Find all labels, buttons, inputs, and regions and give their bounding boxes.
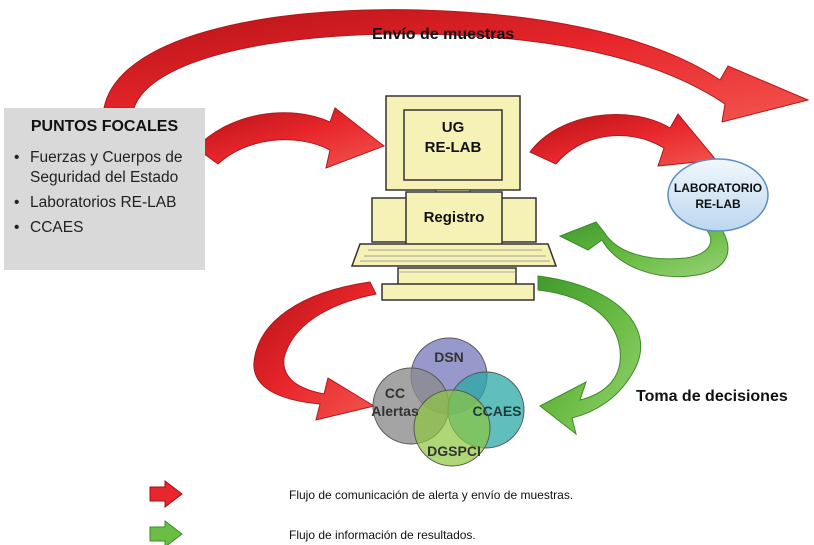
focal-to-computer-arrow [195, 107, 386, 169]
registro-label: Registro [424, 209, 485, 226]
circle-dgspci [413, 389, 491, 467]
focal-points-panel: PUNTOS FOCALES Fuerzas y Cuerpos de Segu… [4, 108, 205, 270]
focal-points-list: Fuerzas y Cuerpos de Seguridad del Estad… [14, 148, 204, 243]
computer-to-circles-red-arrow [253, 281, 377, 421]
legend-red-text: Flujo de comunicación de alerta y envío … [289, 488, 574, 502]
legend-green-text: Flujo de información de resultados. [289, 528, 476, 542]
computer-icon [350, 95, 558, 301]
lab-label-line1: LABORATORIO [674, 181, 762, 195]
monitor-label-line2: RE-LAB [425, 139, 482, 156]
keyboard [350, 243, 558, 267]
circle-ccaes-label: CCAES [472, 403, 521, 419]
focal-item: Laboratorios RE-LAB [14, 193, 204, 213]
lab-ellipse [667, 158, 769, 232]
monitor-label-line1: UG [442, 119, 465, 136]
legend-green-arrow [149, 519, 183, 545]
focal-item: CCAES [14, 218, 204, 238]
computer-to-lab-arrow [529, 113, 717, 167]
lab-to-computer-arrow [558, 221, 729, 278]
computer-to-circles-green-arrow [537, 275, 642, 436]
circle-dsn-label: DSN [434, 349, 464, 365]
lab-label-line2: RE-LAB [695, 197, 741, 211]
sample-flow-label: Envío de muestras [372, 26, 515, 43]
decision-label: Toma de decisiones [636, 388, 788, 405]
legend-red-arrow [149, 479, 183, 509]
top-red-arrow [103, 9, 810, 123]
circle-cc-label: CC [385, 385, 405, 401]
focal-points-title: PUNTOS FOCALES [30, 118, 179, 135]
base-stand [381, 283, 535, 301]
circle-alertas-label: Alertas [371, 403, 419, 419]
monitor-screen [403, 109, 503, 181]
venn-group [372, 337, 525, 467]
circle-dgspci-label: DGSPCI [427, 443, 481, 459]
focal-item: Fuerzas y Cuerpos de Seguridad del Estad… [14, 148, 204, 188]
